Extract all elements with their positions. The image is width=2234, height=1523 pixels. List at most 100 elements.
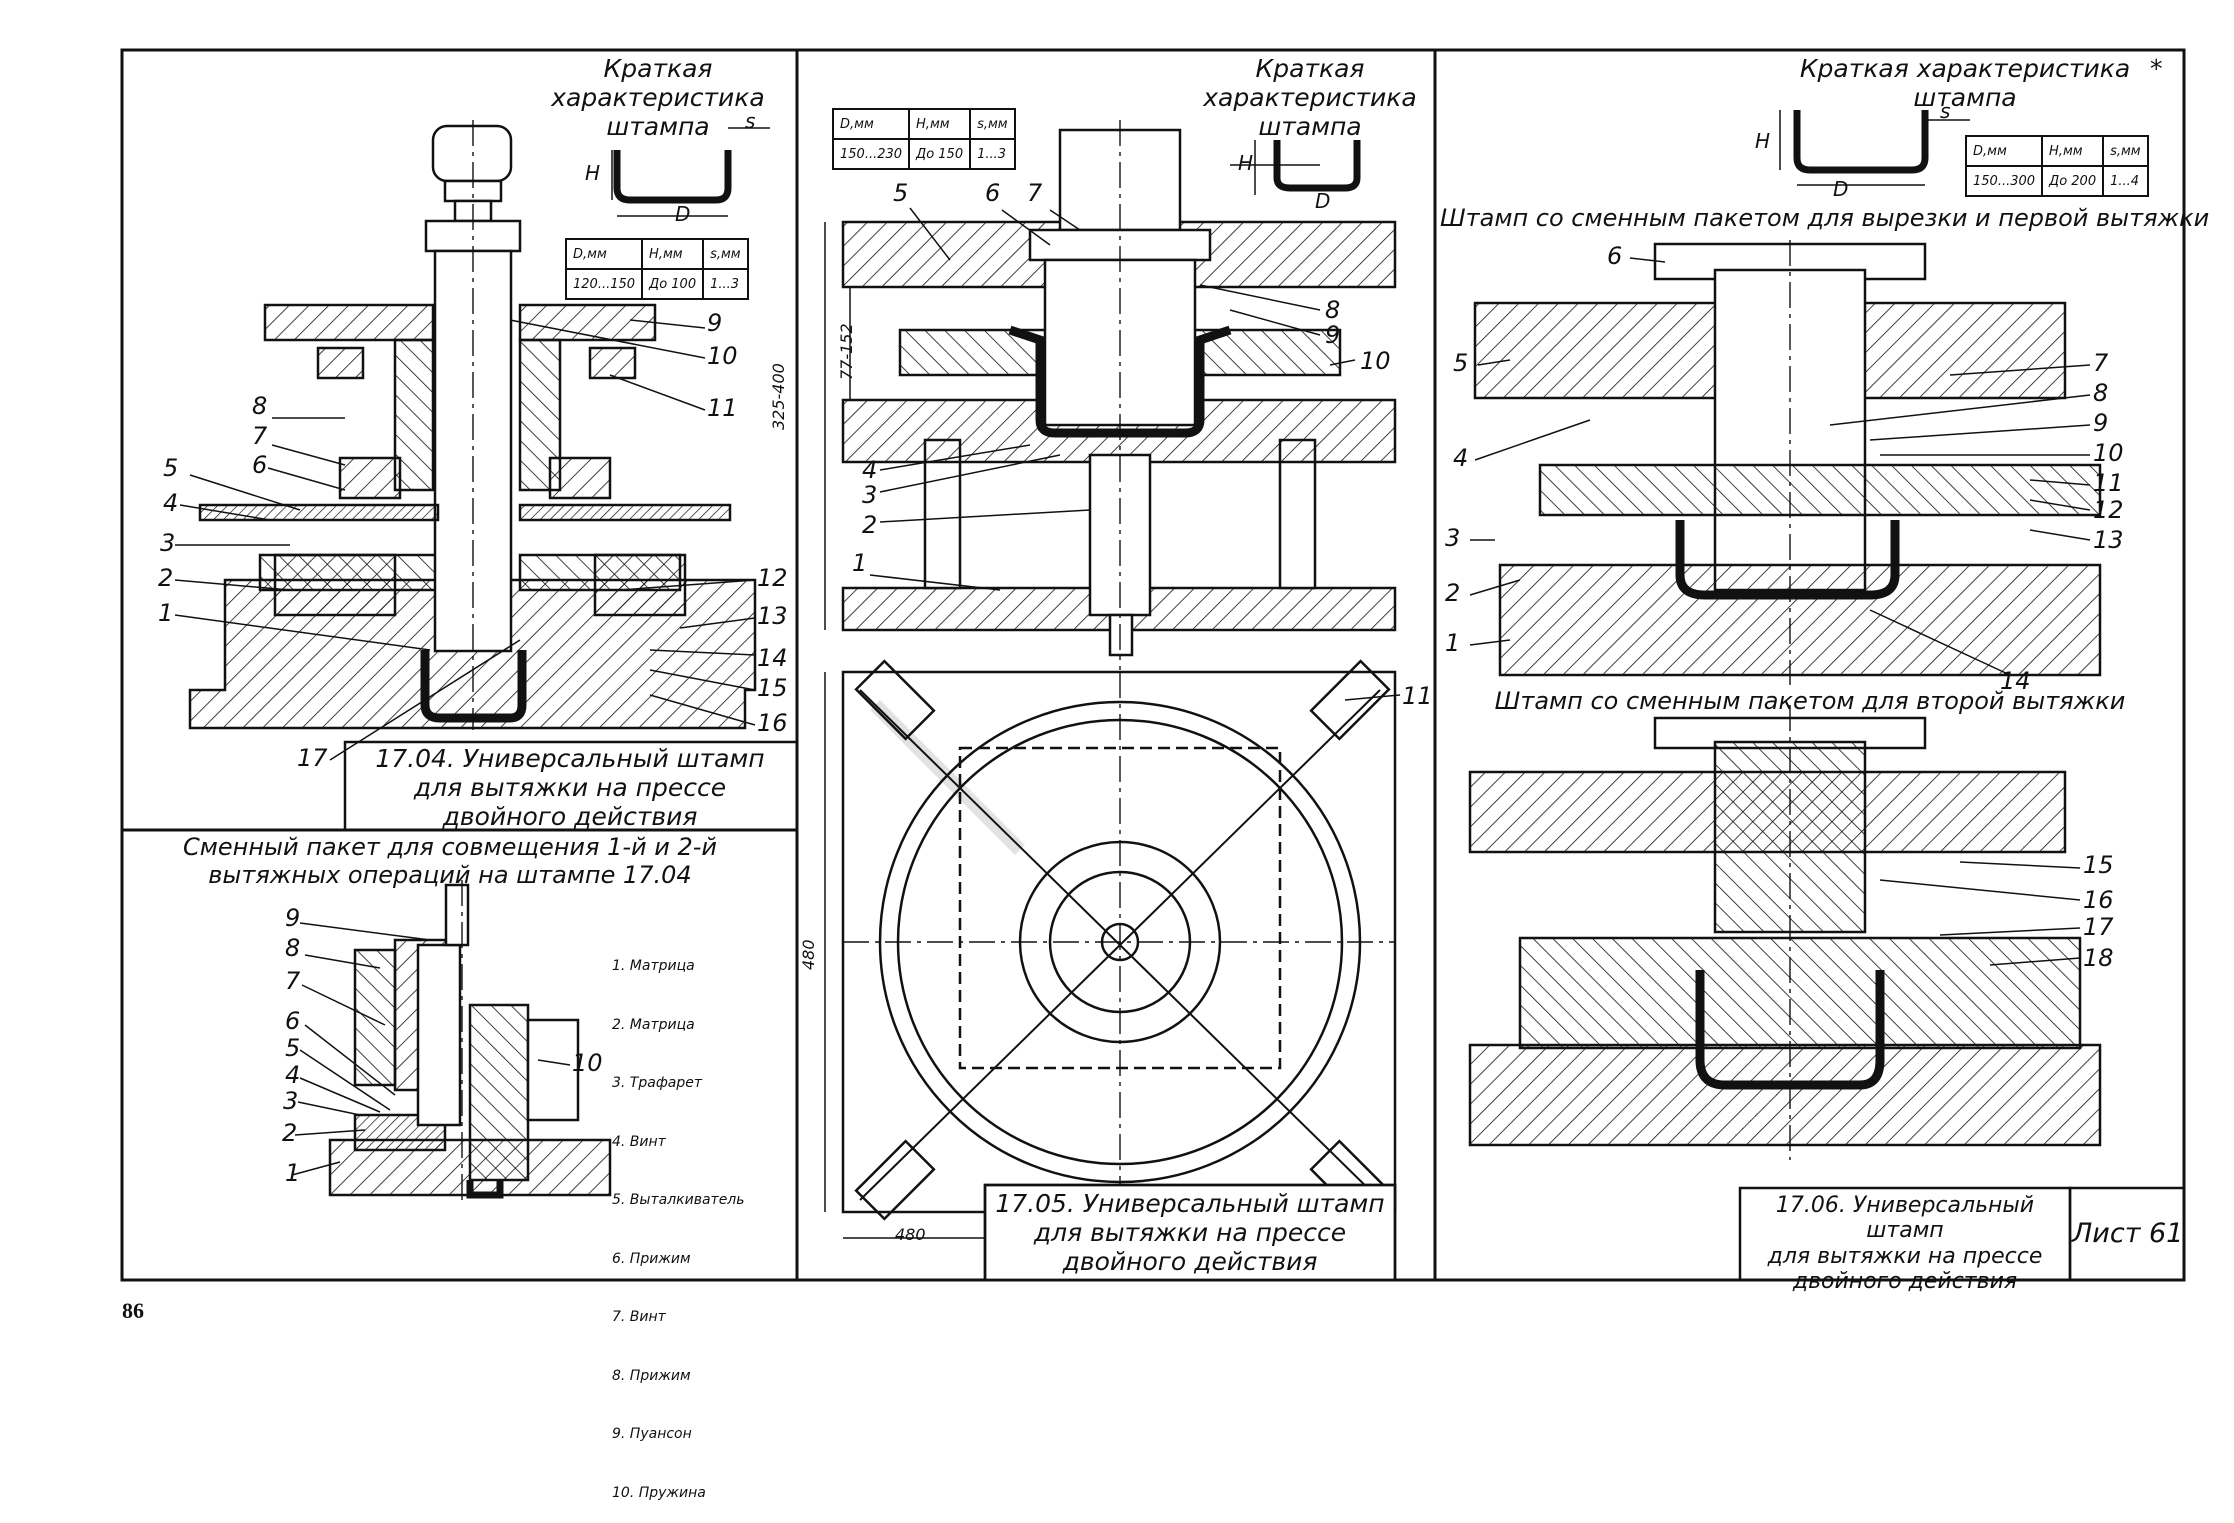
dim-d-1704: D [675,202,691,226]
callout-1704-11: 11 [707,394,738,422]
col-d: D,мм [831,108,911,140]
callout-1706-14: 14 [2000,667,2031,695]
lower-die-title: Штамп со сменным пакетом для второй вытя… [1494,687,2126,715]
insert-legend: 1. Матрица 2. Матрица 3. Трафарет 4. Вин… [612,918,745,1523]
char-title-1704: Краткая характеристика штампа [551,54,765,141]
cup-sketch-1704 [611,127,770,217]
insert-package-section [328,880,612,1205]
callout-insert-5: 5 [285,1034,301,1062]
callout-1706-11: 11 [2093,469,2124,497]
col-s: s,мм [702,238,749,270]
callout-1706-2: 2 [1445,579,1461,607]
callout-1706-12: 12 [2093,496,2124,524]
callout-1706-18: 18 [2083,944,2114,972]
callout-1706-17: 17 [2083,913,2114,941]
callout-1704-6: 6 [252,451,268,479]
cup-sketch-1705 [1273,140,1361,192]
val-d: 120...150 [564,268,644,300]
callout-1704-10: 10 [707,342,738,370]
asterisk-1706: * [2150,54,2163,83]
col-d: D,мм [1964,135,2044,167]
val-s: 1...4 [2102,165,2149,197]
legend-item: 7. Винт [612,1309,666,1325]
callout-1704-15: 15 [757,674,788,702]
legend-item: 9. Пуансон [612,1426,692,1442]
callout-1706-4: 4 [1453,444,1469,472]
dim-s-1706: s [1940,99,1951,123]
col-d: D,мм [564,238,644,270]
col-h: Н,мм [641,238,705,270]
callout-insert-2: 2 [282,1119,298,1147]
dim-h-1705: H [1238,151,1254,175]
callout-1704-12: 12 [757,564,788,592]
val-d: 150...300 [1964,165,2044,197]
callout-1705-1: 1 [852,549,868,577]
callout-insert-8: 8 [285,934,301,962]
sheet-label: Лист 61 [2072,1218,2184,1249]
legend-item: 3. Трафарет [612,1075,703,1091]
callout-1704-7: 7 [252,422,268,450]
cup-sketch-1706 [1779,110,1970,186]
callout-insert-10: 10 [572,1049,603,1077]
val-s: 1...3 [969,138,1016,170]
callout-1706-16: 16 [2083,886,2114,914]
callout-1706-13: 13 [2093,526,2124,554]
legend-item: 2. Матрица [612,1016,695,1033]
dim-s-1704: s [745,109,756,133]
callout-1706-10: 10 [2093,439,2124,467]
callout-1704-1: 1 [158,599,174,627]
val-h: До 100 [641,268,705,300]
caption-frame-1704 [343,740,799,832]
caption-1704: 17.04. Универсальный штамп для вытяжки н… [375,744,765,831]
callout-1704-17: 17 [297,744,328,772]
callout-insert-3: 3 [283,1087,299,1115]
callout-1706-6: 6 [1607,242,1623,270]
caption-frame-1705 [983,1183,1397,1282]
val-h: До 150 [908,138,972,170]
char-title-1706: Краткая характеристика штампа [1799,54,2131,112]
callout-insert-7: 7 [285,967,301,995]
die-1704-section [188,120,757,730]
callout-insert-6: 6 [285,1007,301,1035]
callout-insert-1: 1 [285,1159,301,1187]
callout-1704-3: 3 [160,529,176,557]
caption-1705: 17.05. Универсальный штамп для вытяжки н… [995,1189,1385,1276]
legend-item: 6. Прижим [612,1250,691,1267]
callout-1705-6: 6 [985,179,1001,207]
callout-1704-13: 13 [757,602,788,630]
drawing-sheet [120,48,2186,1282]
col-h: Н,мм [908,108,972,140]
callout-1704-5: 5 [163,454,179,482]
dim-480-vertical: 480 [799,939,818,970]
dim-h-1706: H [1755,129,1771,153]
callout-1706-7: 7 [2093,349,2109,377]
callout-1705-10: 10 [1360,347,1391,375]
callout-1706-1: 1 [1445,629,1461,657]
dim-480-horizontal: 480 [895,1225,926,1244]
callout-1706-8: 8 [2093,379,2109,407]
callout-lines-insert [291,922,571,1176]
callout-1705-11: 11 [1402,682,1433,710]
dim-d-1705: D [1315,189,1331,213]
callout-1705-2: 2 [862,511,878,539]
callout-1704-9: 9 [707,309,723,337]
caption-1706: 17.06. Универсальный штамп для вытяжки н… [1767,1193,2043,1294]
dim-h-1704: H [585,161,601,185]
callout-lines-1706 [1469,257,2091,966]
legend-item: 8. Прижим [612,1367,691,1384]
callout-lines-1704 [174,319,756,761]
dim-d-1706: D [1833,177,1849,201]
page-number: 86 [122,1298,144,1323]
callout-1705-9: 9 [1325,321,1341,349]
dim-325-400: 325-400 [769,363,788,430]
col-h: Н,мм [2041,135,2105,167]
col-s: s,мм [2102,135,2149,167]
legend-item: 4. Винт [612,1133,666,1150]
callout-1706-9: 9 [2093,409,2109,437]
callout-insert-4: 4 [285,1061,301,1089]
callout-1705-5: 5 [893,179,909,207]
callout-1705-4: 4 [862,456,878,484]
val-d: 150...230 [831,138,911,170]
upper-die-title: Штамп со сменным пакетом для вырезки и п… [1440,204,2210,232]
